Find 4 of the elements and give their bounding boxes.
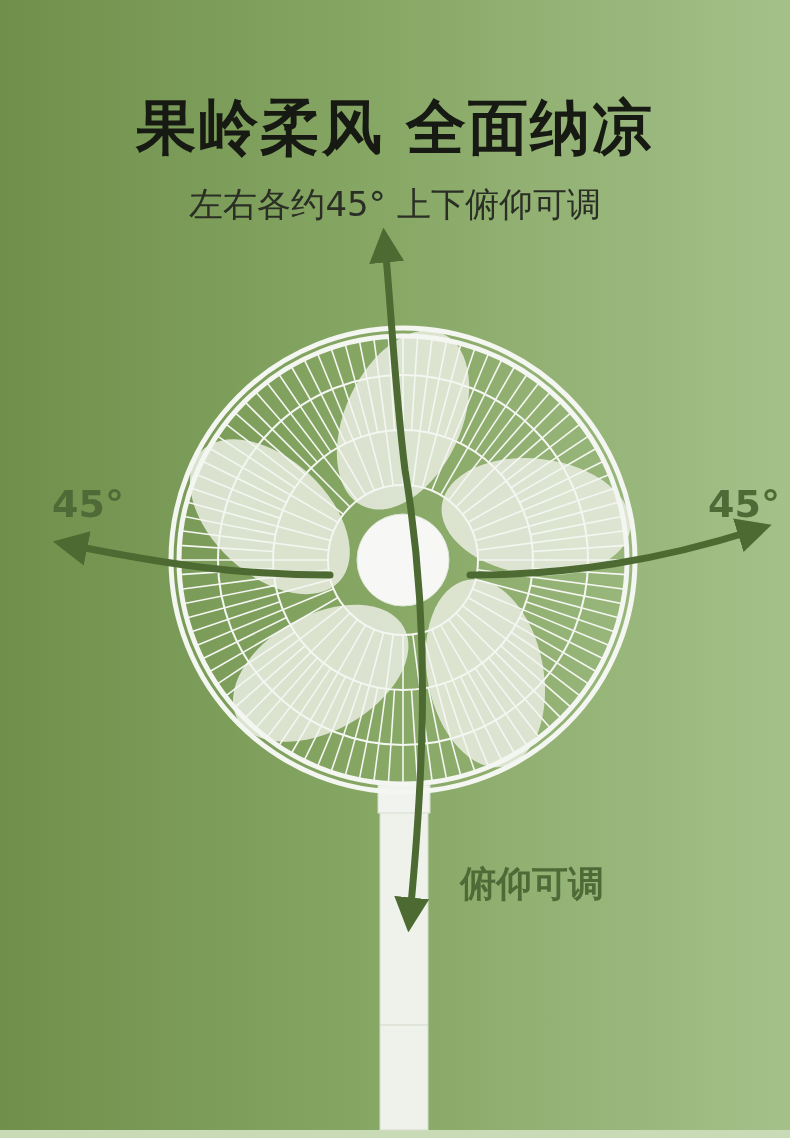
tilt-label: 俯仰可调 [460, 862, 604, 906]
angle-label: 45° [708, 482, 780, 526]
subtitle: 左右各约45° 上下俯仰可调 [188, 183, 602, 226]
title: 果岭柔风 全面纳凉 [134, 91, 656, 164]
